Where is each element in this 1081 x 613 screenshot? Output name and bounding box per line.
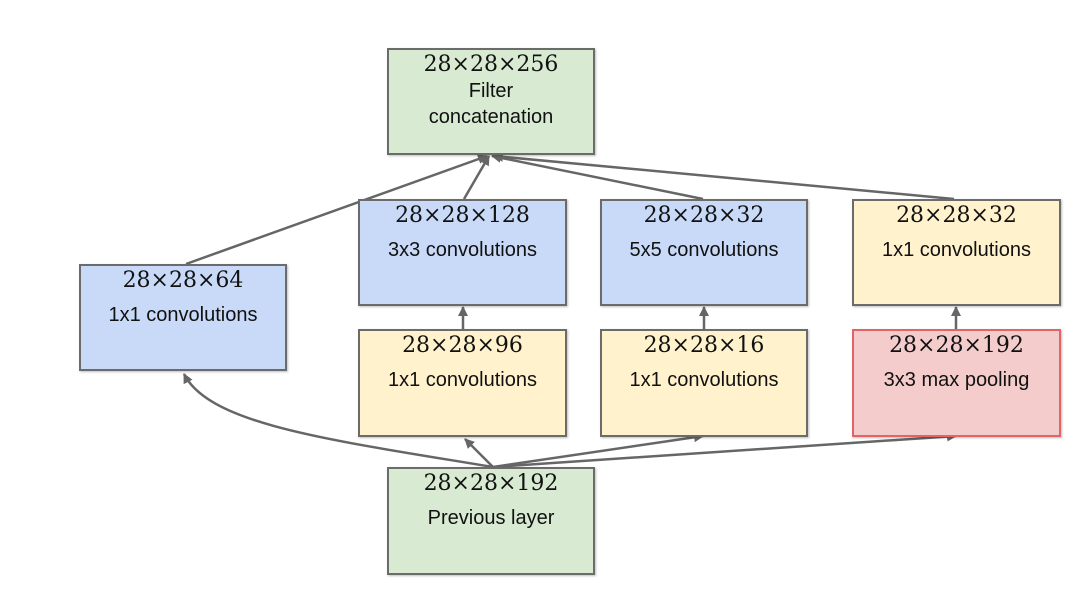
branch1-1x1-conv-node: 28×28×64 1x1 convolutions	[79, 264, 287, 371]
node-dimension: 28×28×16	[643, 333, 765, 358]
node-label: Filter	[468, 80, 514, 102]
node-label: 3x3 max pooling	[883, 369, 1030, 391]
branch2-3x3-conv-node: 28×28×128 3x3 convolutions	[358, 199, 567, 306]
node-label: 1x1 convolutions	[882, 239, 1031, 261]
node-label: 1x1 convolutions	[108, 304, 258, 326]
node-dimension: 28×28×256	[423, 52, 559, 77]
edge-b2-conv3-to-concat	[462, 155, 491, 200]
node-label: Previous layer	[427, 507, 555, 529]
previous-layer-node: 28×28×192 Previous layer	[387, 467, 595, 575]
node-dimension: 28×28×32	[896, 203, 1017, 228]
node-label: 5x5 convolutions	[629, 239, 779, 261]
edge-prev-to-b3-reduce	[492, 432, 704, 469]
node-label: 3x3 convolutions	[388, 239, 537, 261]
node-dimension: 28×28×192	[889, 333, 1024, 358]
node-label: 1x1 convolutions	[629, 369, 779, 391]
branch3-5x5-conv-node: 28×28×32 5x5 convolutions	[600, 199, 808, 306]
node-dimension: 28×28×96	[402, 333, 523, 358]
branch2-1x1-reduce-node: 28×28×96 1x1 convolutions	[358, 329, 567, 437]
node-dimension: 28×28×32	[643, 203, 765, 228]
node-dimension: 28×28×192	[423, 471, 559, 496]
edge-prev-to-b2-reduce	[464, 438, 494, 468]
branch4-max-pooling-node: 28×28×192 3x3 max pooling	[852, 329, 1061, 437]
node-dimension: 28×28×64	[122, 268, 244, 293]
node-label: 1x1 convolutions	[388, 369, 537, 391]
node-dimension: 28×28×128	[395, 203, 530, 228]
edge-prev-to-b4-pool	[492, 431, 957, 469]
edge-b3-conv5-to-concat	[491, 152, 704, 201]
branch4-1x1-conv-node: 28×28×32 1x1 convolutions	[852, 199, 1061, 306]
node-label: concatenation	[428, 106, 554, 128]
filter-concatenation-node: 28×28×256 Filter concatenation	[387, 48, 595, 155]
edge-b4-conv1-to-concat	[493, 151, 955, 201]
branch3-1x1-reduce-node: 28×28×16 1x1 convolutions	[600, 329, 808, 437]
